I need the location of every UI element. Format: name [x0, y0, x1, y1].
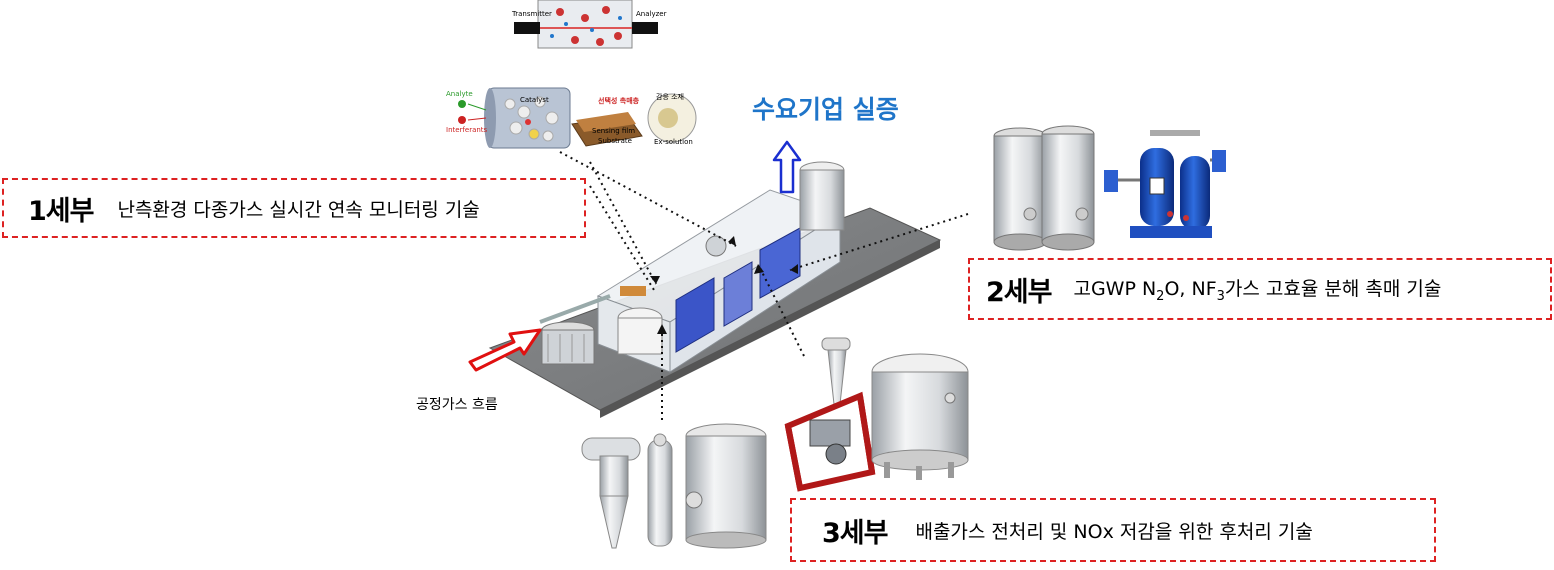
substrate-label: Substrate	[598, 137, 632, 145]
interferants-label: Interferants	[446, 126, 488, 134]
leader-lines	[559, 151, 969, 420]
section-3-description: 배출가스 전처리 및 NOx 저감을 위한 후처리 기술	[915, 520, 1313, 543]
section-3-number: 3세부	[822, 517, 888, 549]
selective-layer-label: 선택성 촉매층	[598, 97, 640, 105]
catalyst-label: Catalyst	[520, 96, 549, 104]
demo-title: 수요기업 실증	[752, 95, 899, 124]
catalyst-reactor-image	[993, 125, 1226, 251]
process-skid	[488, 161, 942, 418]
sensing-material-label: 감응 소재	[656, 93, 684, 101]
section-1-description: 난측환경 다종가스 실시간 연속 모니터링 기술	[117, 198, 480, 221]
section-3-box: 3세부 배출가스 전처리 및 NOx 저감을 위한 후처리 기술	[790, 498, 1436, 562]
analyzer-label: Analyzer	[636, 10, 667, 18]
process-gas-flow-label: 공정가스 흐름	[416, 397, 498, 413]
aftertreatment-equipment-image	[784, 337, 969, 492]
section-1-number: 1세부	[28, 195, 94, 227]
leader-arrowheads	[650, 236, 798, 334]
exsolution-label: Ex-solution	[654, 138, 693, 146]
sensing-film-label: Sensing film	[592, 127, 636, 135]
demo-up-arrow	[772, 140, 802, 194]
transmitter-label: Transmitter	[512, 10, 552, 18]
section-2-number: 2세부	[986, 276, 1052, 308]
section-2-box: 2세부 고GWP N2O, NF3가스 고효율 분해 촉매 기술	[968, 258, 1552, 320]
pretreatment-equipment-image	[581, 423, 767, 549]
analyte-label: Analyte	[446, 90, 473, 98]
gas-cell-image	[514, 0, 658, 49]
section-2-description: 고GWP N2O, NF3가스 고효율 분해 촉매 기술	[1073, 278, 1442, 304]
process-gas-arrow	[468, 328, 542, 372]
section-1-box: 1세부 난측환경 다종가스 실시간 연속 모니터링 기술	[2, 178, 586, 238]
sensor-catalyst-image	[458, 87, 697, 149]
